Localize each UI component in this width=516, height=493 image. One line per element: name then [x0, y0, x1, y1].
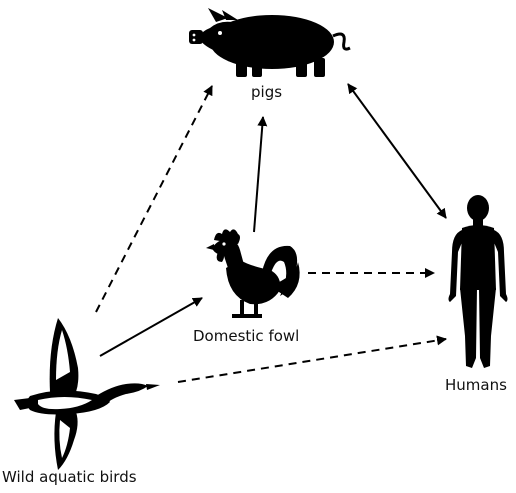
duck-icon	[14, 318, 160, 470]
human-icon	[449, 195, 508, 368]
rooster-icon	[206, 229, 300, 318]
arrow-birds-to-humans	[178, 339, 446, 382]
label-humans: Humans	[445, 376, 507, 394]
arrow-fowl-to-pigs	[254, 117, 263, 232]
label-pigs: pigs	[251, 83, 282, 101]
arrow-birds-to-fowl	[100, 298, 202, 356]
label-wild-aquatic-birds: Wild aquatic birds	[2, 468, 137, 486]
pig-icon	[189, 8, 350, 77]
arrow-pigs-humans	[348, 84, 446, 218]
label-domestic-fowl: Domestic fowl	[193, 327, 299, 345]
arrow-birds-to-pigs	[96, 86, 212, 312]
